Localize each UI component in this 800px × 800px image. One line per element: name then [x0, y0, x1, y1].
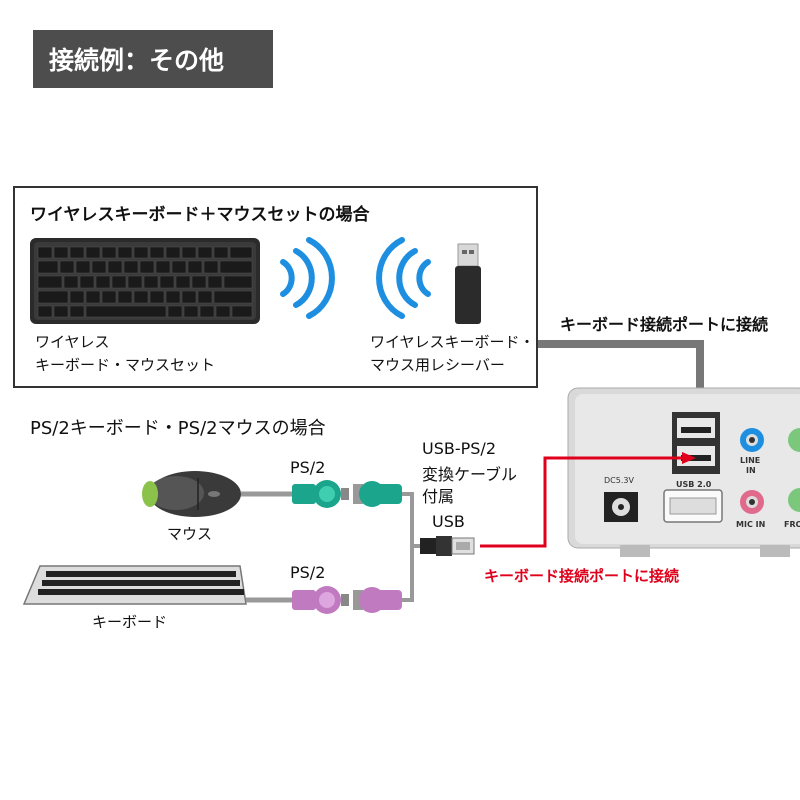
wireless-receiver-image	[455, 243, 481, 324]
page-title: 接続例：その他	[33, 30, 273, 88]
front-label: FRO	[784, 520, 800, 529]
ps2-mouse-connector-male	[292, 480, 349, 508]
adapter-label-2: 変換ケーブル	[422, 465, 518, 484]
wireless-keyboard-label-2: キーボード・マウスセット	[35, 356, 216, 374]
adapter-label-3: 付属	[422, 487, 455, 506]
wireless-keyboard-image	[30, 238, 260, 324]
receiver-label-1: ワイヤレスキーボード・	[370, 333, 535, 351]
mouse-label: マウス	[167, 525, 213, 543]
wireless-signal-icon-left	[280, 237, 335, 319]
wireless-section-title: ワイヤレスキーボード＋マウスセットの場合	[30, 205, 370, 225]
ps2-keyboard-connector-female	[353, 587, 402, 613]
usb-plug-image	[420, 536, 475, 556]
ps2-label-mouse: PS/2	[290, 458, 326, 477]
line-in-label-1: LINE	[740, 456, 761, 465]
page-title-text: 接続例：その他	[49, 46, 225, 75]
ps2-connect-label: キーボード接続ポートに接続	[484, 567, 680, 585]
usb-label: USB	[432, 512, 465, 531]
wireless-signal-icon-right	[376, 237, 431, 319]
keyboard-label: キーボード	[92, 613, 168, 631]
wireless-keyboard-label-1: ワイヤレス	[35, 333, 110, 351]
receiver-label-2: マウス用レシーバー	[370, 356, 505, 374]
adapter-cable	[402, 492, 420, 602]
device-front-panel	[567, 387, 800, 557]
mic-in-label: MIC IN	[736, 520, 766, 529]
dc-label: DC5.3V	[604, 476, 634, 485]
line-in-label-2: IN	[746, 466, 756, 475]
wireless-connect-label: キーボード接続ポートに接続	[560, 315, 769, 334]
ps2-keyboard-image	[22, 565, 247, 605]
ps2-mouse-connector-female	[353, 481, 402, 507]
usb20-label: USB 2.0	[676, 480, 712, 489]
adapter-label-1: USB-PS/2	[422, 439, 496, 458]
ps2-keyboard-connector-male	[292, 586, 349, 614]
ps2-section-title: PS/2キーボード・PS/2マウスの場合	[30, 418, 326, 439]
ps2-connection-line	[480, 452, 696, 548]
mouse-image	[142, 471, 241, 517]
ps2-label-keyboard: PS/2	[290, 563, 326, 582]
